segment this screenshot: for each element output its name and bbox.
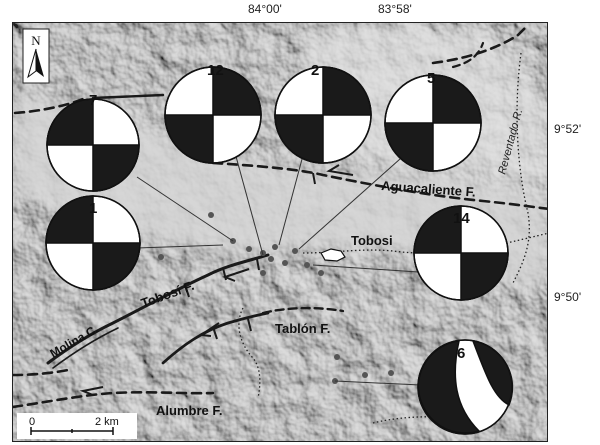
river-reventado — [512, 52, 530, 284]
fault-tobosi-solid — [46, 253, 270, 365]
scale-bar: 0 2 km — [17, 413, 137, 439]
label-aguacaliente-fault: Aguacaliente F. — [381, 178, 476, 200]
tobosi-town-outline — [320, 248, 346, 262]
focal-mechanism-2 — [274, 66, 372, 164]
slip-arrow-aguacaliente — [326, 164, 354, 176]
slip-arrow-tobosi — [222, 268, 250, 282]
label-tablon-fault: Tablón F. — [275, 321, 330, 336]
focal-mechanism-1 — [45, 195, 141, 291]
svg-text:2 km: 2 km — [95, 416, 119, 428]
slip-arrow-west — [79, 386, 104, 396]
coord-top-84-00: 84°00' — [248, 2, 282, 16]
coord-top-83-58: 83°58' — [378, 2, 412, 16]
map-frame: 7 12 2 5 1 14 6 Aguacaliente F. Tobosí F… — [12, 22, 548, 442]
svg-text:0: 0 — [29, 416, 35, 428]
fm-label-12: 12 — [207, 62, 224, 79]
label-tobosi-town: Tobosi — [351, 233, 393, 248]
focal-mechanism-5 — [384, 74, 482, 172]
focal-mechanism-6 — [417, 339, 514, 435]
north-arrow-icon: N — [22, 28, 50, 84]
fault-north-right-dashed — [431, 23, 530, 65]
fm-label-14: 14 — [453, 210, 470, 227]
coord-right-9-52: 9°52' — [554, 122, 582, 136]
focal-mechanism-7 — [46, 98, 140, 192]
map-svg: 7 12 2 5 1 14 6 Aguacaliente F. Tobosí F… — [13, 23, 547, 441]
focal-mechanism-14 — [413, 205, 509, 301]
slip-arrow-tablon — [198, 322, 220, 337]
fm-label-7: 7 — [89, 92, 97, 109]
fm-label-2: 2 — [311, 62, 319, 79]
fm-label-5: 5 — [427, 70, 435, 87]
fault-aguacaliente-dashed — [211, 161, 547, 211]
fault-alumbre-dashed — [13, 390, 215, 409]
valley-plain — [13, 93, 547, 285]
label-alumbre-fault: Alumbre F. — [156, 403, 222, 418]
focal-mechanism-12 — [164, 66, 262, 164]
coord-right-9-50: 9°50' — [554, 290, 582, 304]
epicenter-dots — [158, 212, 394, 384]
fm-label-6: 6 — [457, 345, 465, 362]
fault-tablon-east-dashed — [261, 306, 345, 315]
fault-tablon-solid — [161, 311, 270, 365]
fault-north-branch-dashed — [451, 41, 485, 69]
fm-label-1: 1 — [89, 200, 97, 217]
fault-west-dashed — [13, 368, 70, 377]
svg-text:N: N — [31, 33, 41, 48]
